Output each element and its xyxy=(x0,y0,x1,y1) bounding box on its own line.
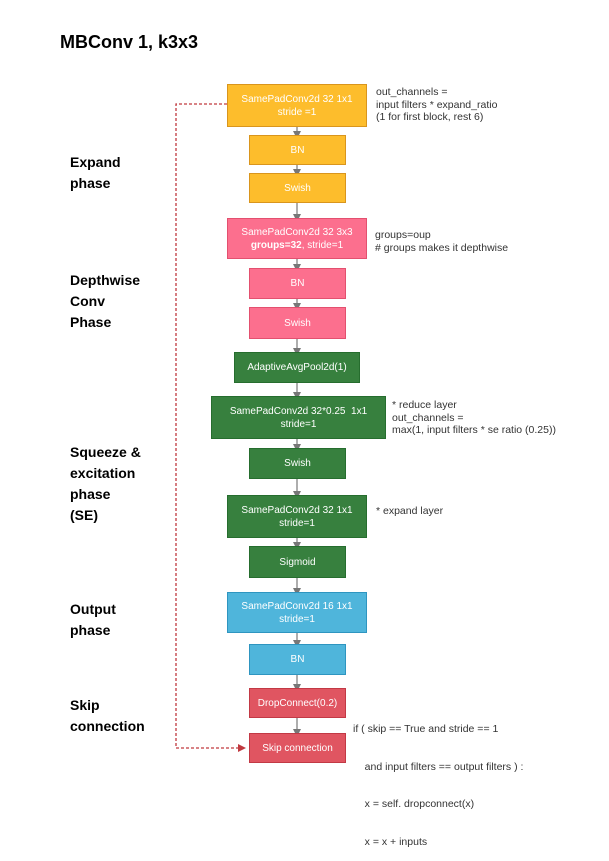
phase-label-output: Output phase xyxy=(70,601,116,638)
dropconnect-block: DropConnect(0.2) xyxy=(249,688,346,718)
skip-connection-block: Skip connection xyxy=(249,733,346,763)
depthwise-bn-block: BN xyxy=(249,268,346,299)
se-reduce-conv-block: SamePadConv2d 32*0.25 1x1 stride=1 xyxy=(211,396,386,439)
phase-label-skip: Skip connection xyxy=(70,697,145,734)
phase-label-se: Squeeze & excitation phase (SE) xyxy=(70,444,141,523)
se-expand-conv-block: SamePadConv2d 32 1x1 stride=1 xyxy=(227,495,367,538)
output-conv-block: SamePadConv2d 16 1x1 stride=1 xyxy=(227,592,367,633)
phase-label-depthwise: Depthwise Conv Phase xyxy=(70,272,141,330)
note-se-expand: * expand layer xyxy=(376,505,444,517)
note-se-reduce: * reduce layer out_channels = max(1, inp… xyxy=(392,399,556,436)
se-sigmoid-block: Sigmoid xyxy=(249,546,346,578)
expand-swish-block: Swish xyxy=(249,173,346,203)
se-pool-block: AdaptiveAvgPool2d(1) xyxy=(234,352,360,383)
expand-conv-block: SamePadConv2d 32 1x1 stride =1 xyxy=(227,84,367,127)
note-expand: out_channels = input filters * expand_ra… xyxy=(376,86,498,123)
output-bn-block: BN xyxy=(249,644,346,675)
note-depthwise: groups=oup # groups makes it depthwise xyxy=(375,229,509,254)
diagram-title: MBConv 1, k3x3 xyxy=(60,32,199,52)
flow-arrows xyxy=(175,103,301,752)
depthwise-conv-block: SamePadConv2d 32 3x3 groups=32, stride=1 xyxy=(227,218,367,259)
note-skip-condition: if ( skip == True and stride == 1 and in… xyxy=(353,723,524,848)
depthwise-swish-block: Swish xyxy=(249,307,346,339)
se-swish-block: Swish xyxy=(249,448,346,479)
skip-connection-dashed-line xyxy=(175,103,246,752)
expand-bn-block: BN xyxy=(249,135,346,165)
phase-label-expand: Expand phase xyxy=(70,154,121,191)
